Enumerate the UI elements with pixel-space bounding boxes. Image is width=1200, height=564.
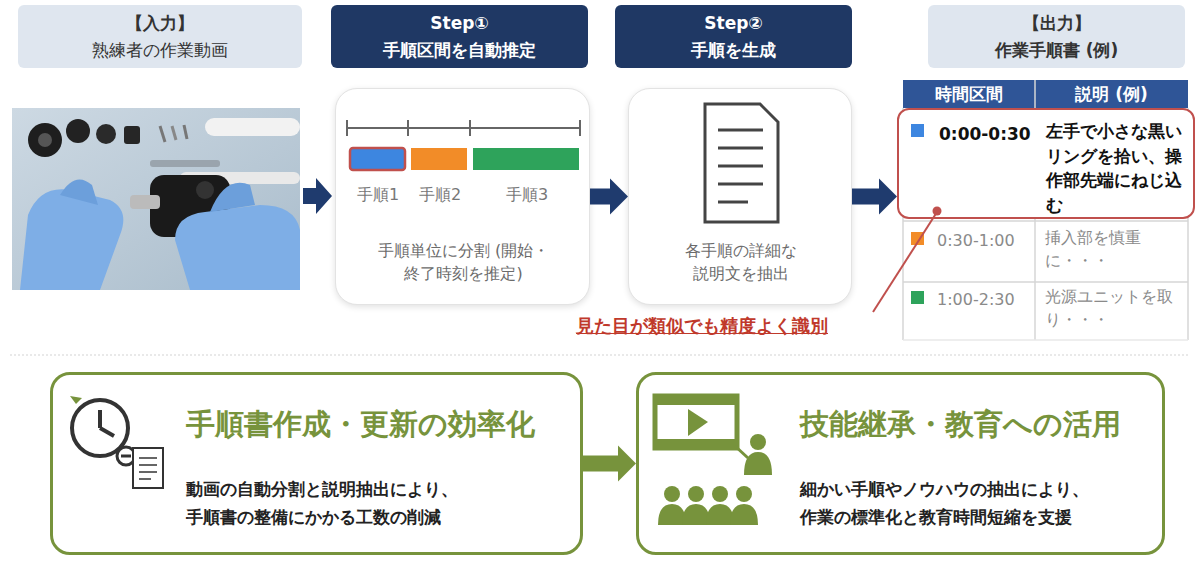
node-title: 手順書作成・更新の効率化 <box>186 403 576 445</box>
table-cell: 1:00-2:30 <box>937 288 1037 311</box>
node-body: 手順区間を自動推定 <box>331 38 588 63</box>
node-body: 細かい手順やノウハウの抽出により、 作業の標準化と教育時間短縮を支援 <box>800 475 1160 531</box>
step-header: Step①手順区間を自動推定 <box>331 5 588 68</box>
input-arrow <box>303 178 332 214</box>
step-header: Step②手順を生成 <box>615 5 852 68</box>
node-title: 0:00-0:30 <box>939 122 1039 147</box>
table-header: 時間区間 <box>903 82 1035 107</box>
output-row: 0:00-0:30 左手で小さな黒いリングを拾い、操作部先端にねじ込む <box>897 108 1195 219</box>
node-body: 左手で小さな黒いリングを拾い、操作部先端にねじ込む <box>1046 119 1188 218</box>
flow-arrow <box>583 446 636 482</box>
table-cell: 挿入部を慎重に・・・ <box>1045 226 1183 272</box>
step-label: 手順1 <box>348 183 408 206</box>
benefit-box: 手順書作成・更新の効率化動画の自動分割と説明抽出により、 手順書の整備にかかる工… <box>50 372 583 555</box>
benefit-box: 技能継承・教育への活用細かい手順やノウハウの抽出により、 作業の標準化と教育時間… <box>636 372 1165 555</box>
node-title: 手順単位に分割 (開始・終了時刻を推定) <box>356 239 571 285</box>
node-body: 熟練者の作業動画 <box>18 38 302 63</box>
node-body: 手順を生成 <box>615 38 852 63</box>
separator-line <box>10 354 1190 356</box>
callout-leader <box>873 207 942 313</box>
step-label: 手順3 <box>497 183 557 206</box>
flow-arrow <box>852 179 897 215</box>
node-body: 動画の自動分割と説明抽出により、 手順書の整備にかかる工数の削減 <box>186 475 566 531</box>
table-header: 説明 (例) <box>1035 82 1188 107</box>
node-title: 【出力】 <box>928 11 1185 36</box>
process-card: 各手順の詳細な 説明文を抽出 <box>628 88 852 305</box>
header-box: 【出力】作業手順書 (例) <box>928 5 1185 68</box>
node-title: 【入力】 <box>18 11 302 36</box>
node-title: Step② <box>615 11 852 36</box>
table-cell: 0:30-1:00 <box>937 229 1037 252</box>
callout-note: 見た目が類似でも精度よく識別 <box>576 313 876 339</box>
flow-arrow <box>590 179 628 215</box>
node-title: 各手順の詳細な 説明文を抽出 <box>656 239 826 285</box>
node-title: 技能継承・教育への活用 <box>800 403 1160 445</box>
work-photo <box>12 108 300 290</box>
node-title: Step① <box>331 11 588 36</box>
header-box: 【入力】熟練者の作業動画 <box>18 5 302 68</box>
node-body: 作業手順書 (例) <box>928 38 1185 63</box>
step-label: 手順2 <box>410 183 470 206</box>
table-cell: 光源ユニットを取り・・・ <box>1045 285 1183 331</box>
